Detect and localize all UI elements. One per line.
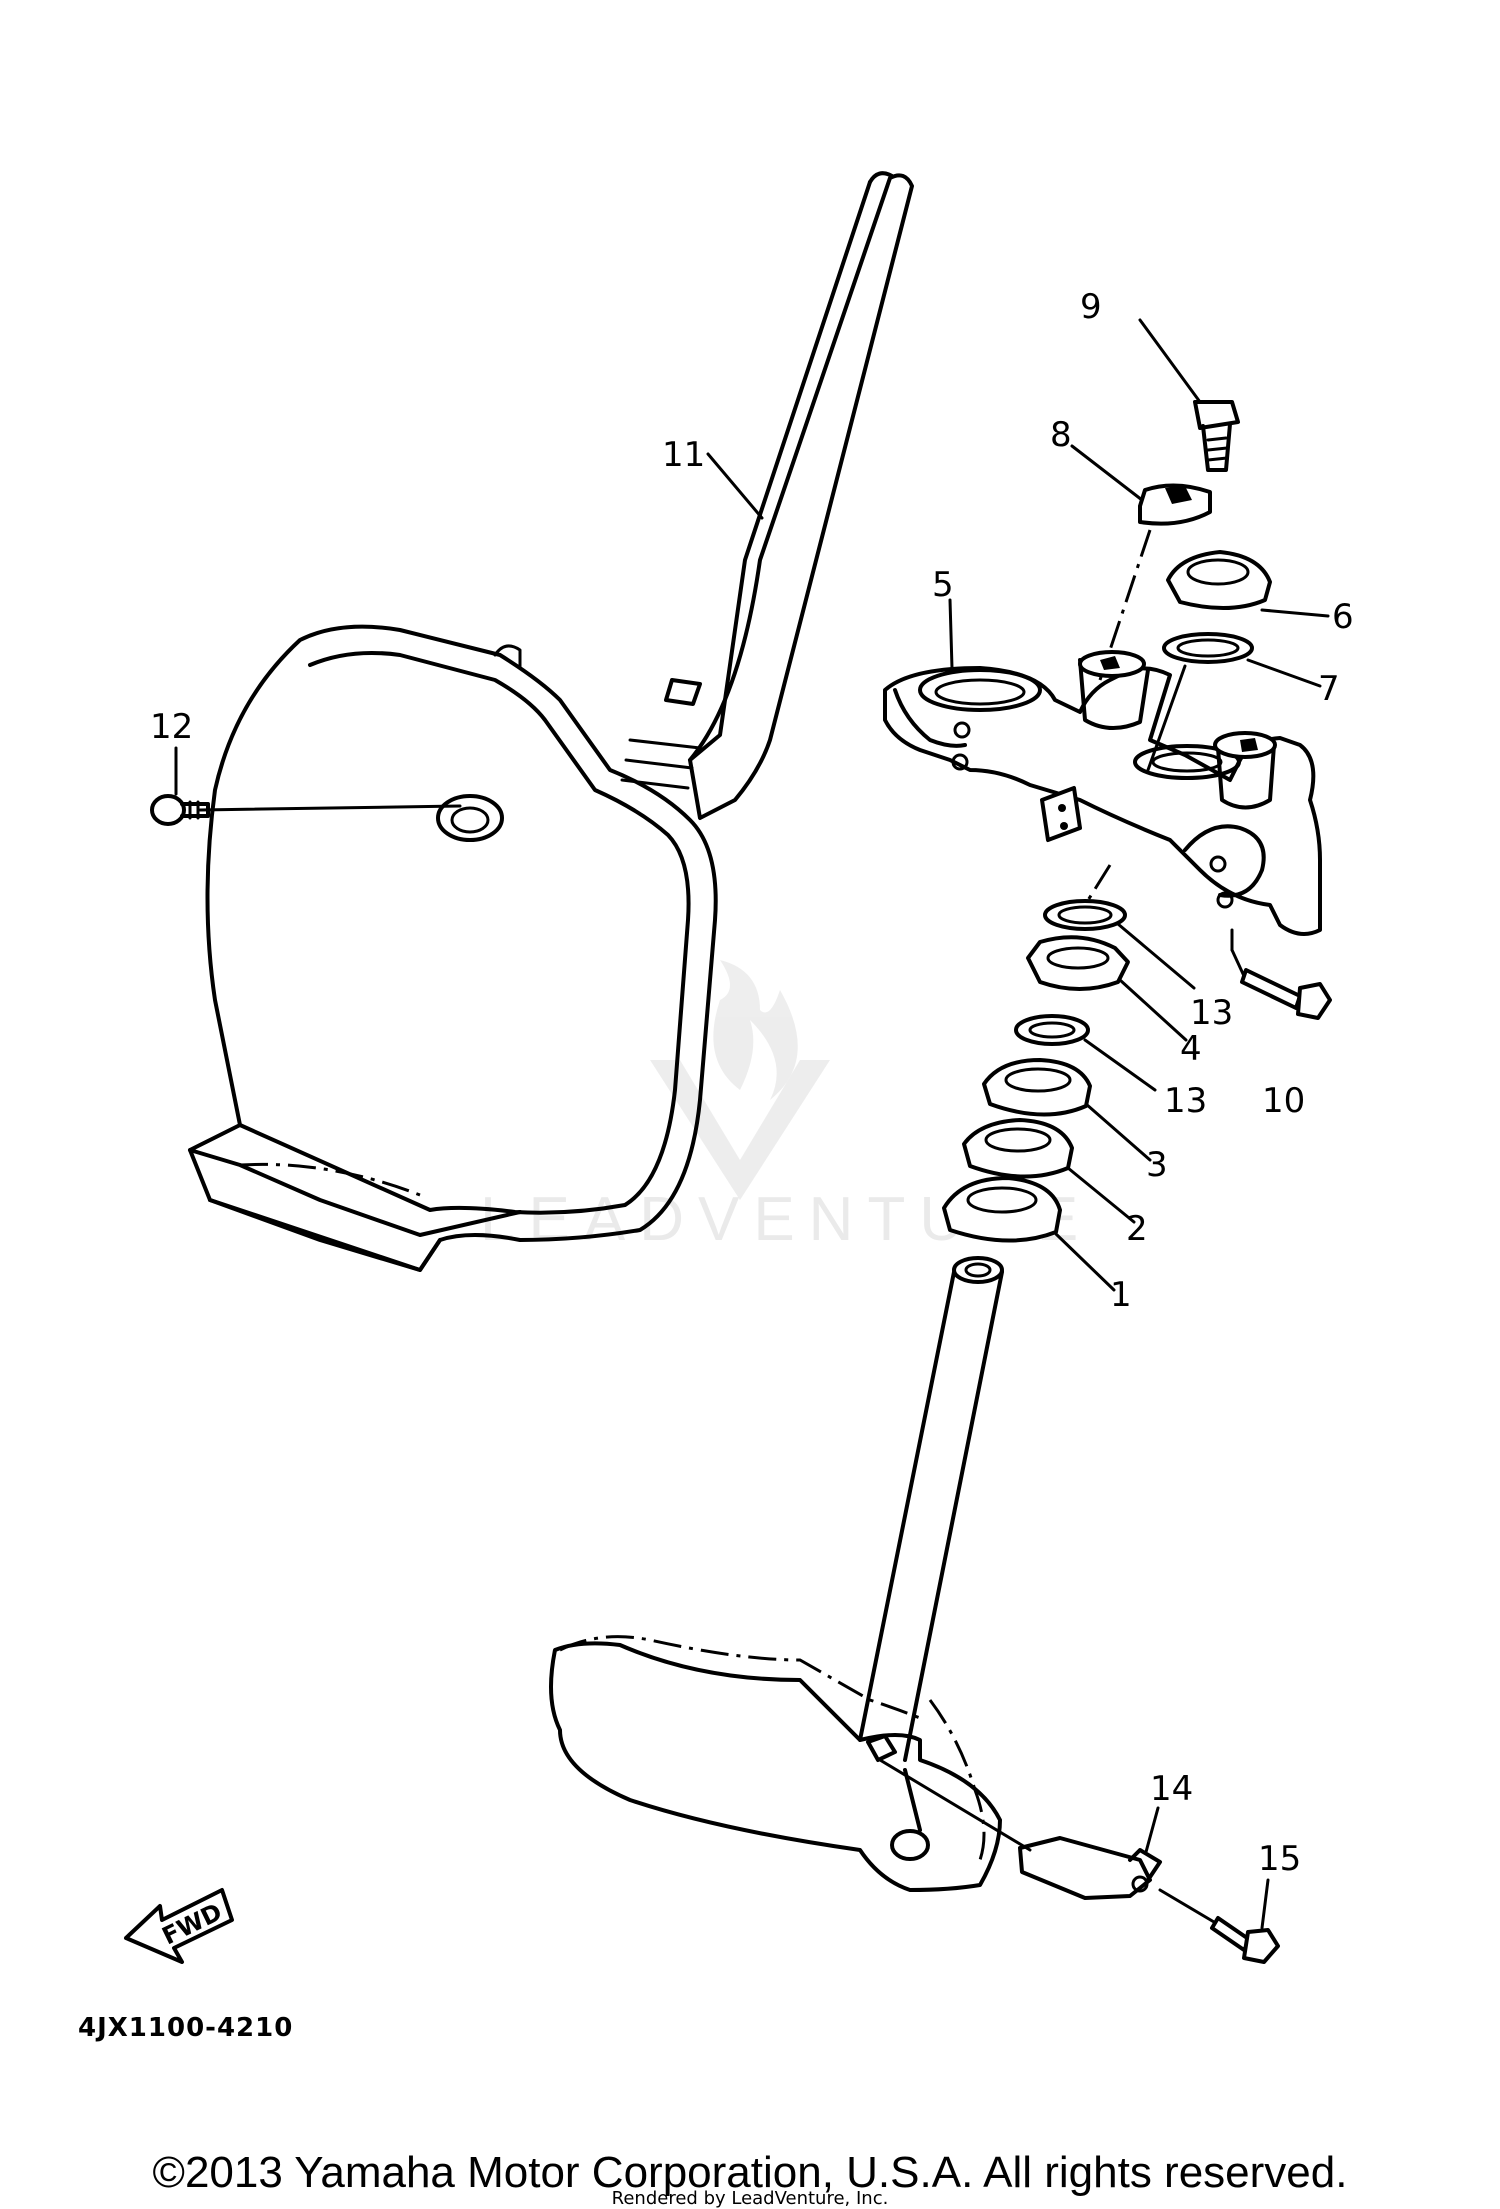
part-code: 4JX1100-4210 bbox=[78, 2013, 293, 2043]
callout-14: 14 bbox=[1150, 1769, 1193, 1809]
callout-5: 5 bbox=[932, 565, 954, 605]
callout-13-lower: 13 bbox=[1164, 1081, 1207, 1121]
callout-2: 2 bbox=[1126, 1209, 1148, 1249]
callout-13-upper: 13 bbox=[1190, 993, 1233, 1033]
ring-nut-4 bbox=[1026, 935, 1188, 1042]
cap-8 bbox=[1070, 444, 1212, 681]
bearing-2 bbox=[962, 1118, 1136, 1224]
number-plate bbox=[188, 171, 914, 1272]
nut-6 bbox=[1166, 550, 1330, 618]
washer-13-lower bbox=[1014, 1014, 1157, 1092]
washer-7 bbox=[1146, 632, 1322, 772]
callout-12: 12 bbox=[150, 707, 193, 747]
screw-12 bbox=[150, 746, 210, 826]
callout-15: 15 bbox=[1258, 1839, 1301, 1879]
bracket-14 bbox=[878, 1758, 1162, 1900]
bolt-15 bbox=[1158, 1878, 1280, 1964]
rendered-by-text: Rendered by LeadVenture, Inc. bbox=[611, 2188, 889, 2209]
callout-10: 10 bbox=[1262, 1081, 1305, 1121]
copyright-text: ©2013 Yamaha Motor Corporation, U.S.A. A… bbox=[152, 2148, 1348, 2197]
callout-numbers: 1 2 3 4 5 6 7 8 9 10 11 12 13 13 14 15 bbox=[150, 287, 1354, 1879]
callout-7: 7 bbox=[1318, 669, 1340, 709]
bearing-3 bbox=[982, 1058, 1152, 1162]
callout-8: 8 bbox=[1050, 415, 1072, 455]
washer-13-upper bbox=[1043, 864, 1196, 990]
upper-triple-clamp bbox=[883, 598, 1322, 936]
bolt-10 bbox=[1230, 928, 1332, 1020]
callout-1: 1 bbox=[1110, 1275, 1132, 1315]
fwd-arrow-icon: FWD bbox=[124, 1888, 234, 1964]
callout-4: 4 bbox=[1180, 1029, 1202, 1069]
callout-9: 9 bbox=[1080, 287, 1102, 327]
seal-1 bbox=[942, 1176, 1116, 1292]
bolt-9 bbox=[1138, 318, 1240, 472]
callout-3: 3 bbox=[1146, 1145, 1168, 1185]
callout-6: 6 bbox=[1332, 597, 1354, 637]
callout-11: 11 bbox=[662, 435, 705, 475]
steering-stem bbox=[549, 1256, 1004, 1892]
